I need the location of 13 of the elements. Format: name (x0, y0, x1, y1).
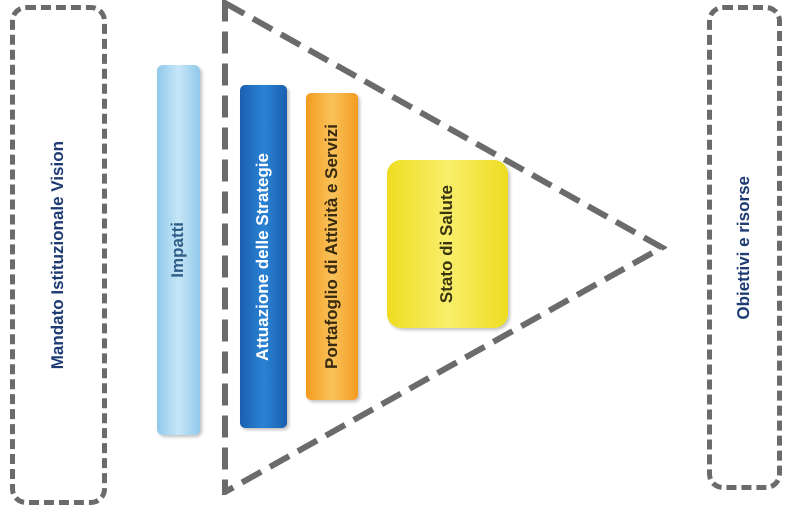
rounded-box (387, 160, 508, 328)
bar (240, 85, 287, 428)
node-label: Stato di Salute (436, 184, 458, 304)
node-label: Attuazione delle Strategie (252, 152, 274, 360)
node-label: Portafoglio di Attività e Servizi (320, 124, 342, 369)
bar (157, 65, 200, 435)
node-label: Mandato Istituzionale Vision (47, 140, 68, 370)
node-label: Impatti (167, 222, 188, 278)
node-label: Obiettivi e risorse (733, 176, 754, 320)
bar (306, 93, 358, 400)
dashed-triangle (222, 0, 667, 495)
dashed-box (10, 5, 107, 505)
dashed-box (707, 5, 782, 490)
